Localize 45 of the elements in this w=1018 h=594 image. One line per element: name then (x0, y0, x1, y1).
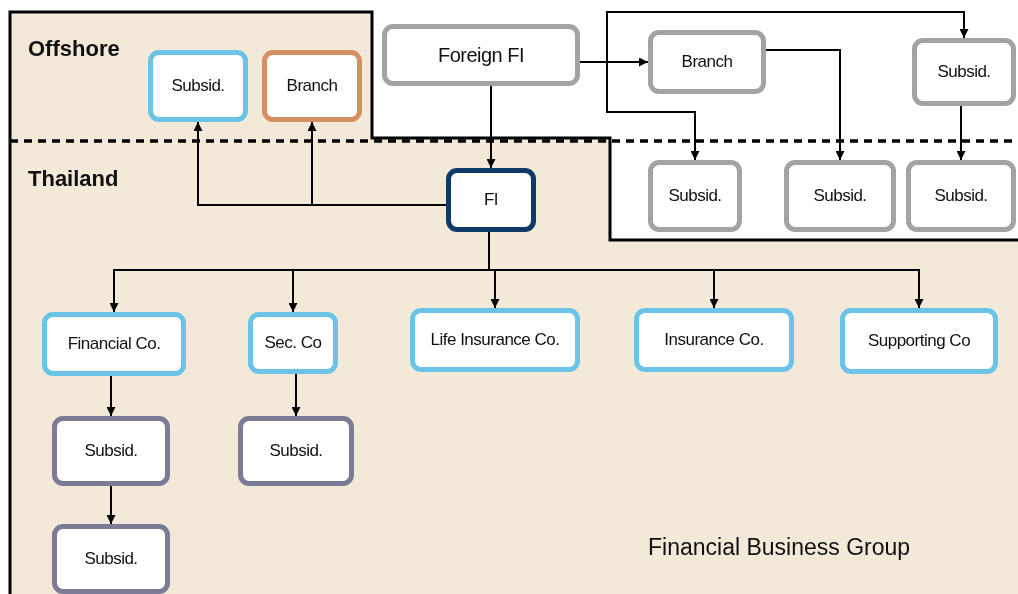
region-label: Offshore (28, 36, 120, 62)
org-box (42, 312, 186, 376)
org-box (912, 38, 1016, 106)
arrow (579, 61, 700, 161)
region-label: Thailand (28, 166, 119, 192)
arrow (106, 375, 116, 417)
org-box (238, 416, 354, 486)
arrow (486, 85, 496, 169)
node-label: FI (483, 190, 499, 210)
org-box (148, 50, 248, 122)
node-label: Subsid. (171, 76, 225, 96)
node-label: Subsid. (813, 186, 867, 206)
group-label: Financial Business Group (648, 534, 911, 561)
node-label: Life Insurance Co. (430, 330, 560, 350)
node-label: Subsid. (934, 186, 988, 206)
org-box (248, 312, 338, 374)
node-label: Branch (681, 52, 733, 72)
node-label: Subsid. (84, 441, 138, 461)
arrow (307, 121, 447, 206)
org-box (446, 168, 536, 232)
arrow (765, 49, 845, 161)
node-label: Branch (286, 76, 338, 96)
org-box (410, 308, 580, 372)
node-label: Sec. Co (264, 333, 322, 353)
org-box (648, 160, 742, 232)
node-label: Subsid. (668, 186, 722, 206)
org-box (648, 30, 766, 94)
org-box (840, 308, 998, 374)
node-label: Subsid. (937, 62, 991, 82)
node-label: Subsid. (84, 549, 138, 569)
org-box (784, 160, 896, 232)
arrow (956, 105, 966, 161)
org-box (906, 160, 1016, 232)
node-label: Foreign FI (437, 43, 525, 67)
node-label: Financial Co. (67, 334, 161, 354)
node-label: Subsid. (269, 441, 323, 461)
node-label: Insurance Co. (664, 330, 764, 350)
arrow (106, 485, 116, 525)
org-box (634, 308, 794, 372)
arrow (291, 373, 301, 417)
org-box (52, 416, 170, 486)
org-box (382, 24, 580, 86)
org-box (262, 50, 362, 122)
node-label: Supporting Co (867, 331, 971, 351)
org-box (52, 524, 170, 594)
